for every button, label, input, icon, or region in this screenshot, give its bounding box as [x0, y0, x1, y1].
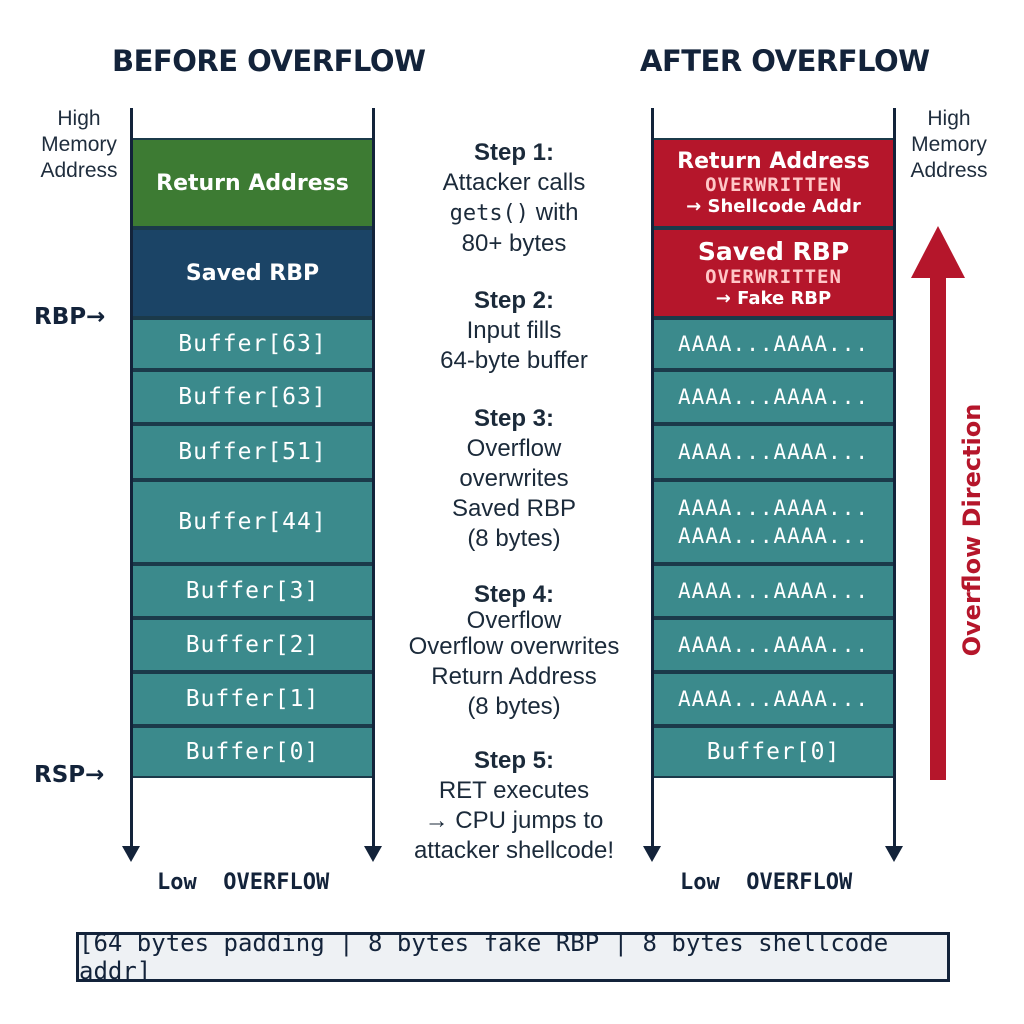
step-1: Step 1: Attacker calls gets() with 80+ b… [390, 138, 638, 259]
before-saved-rbp-cell: Saved RBP [133, 228, 372, 318]
after-filler-cell: AAAA...AAAA... [654, 424, 893, 480]
step-line: 80+ bytes [461, 230, 567, 257]
overflow-direction-shaft [930, 272, 946, 780]
before-left-down-arrow-icon [122, 846, 140, 862]
step-line: → CPU jumps to [424, 807, 604, 834]
step-line-code: gets() with [390, 198, 638, 229]
right-arrow-icon: → [85, 762, 105, 788]
before-right-down-arrow-icon [364, 846, 382, 862]
before-left-axis-line [130, 108, 133, 848]
step-2: Step 2: Input fills 64-byte buffer [390, 286, 638, 376]
step-heading: Step 3: [473, 405, 554, 432]
high-memory-address-left: High Memory Address [40, 107, 118, 182]
before-buffer-cell: Buffer[63] [133, 318, 372, 370]
after-saved-rbp-cell: Saved RBP OVERWRITTEN → Fake RBP [654, 228, 893, 318]
before-right-axis-line [372, 108, 375, 848]
step-line: attacker shellcode! [413, 837, 615, 864]
rsp-pointer: RSP→ [34, 762, 104, 788]
before-buffer-cell: Buffer[51] [133, 424, 372, 480]
after-low-overflow-label: Low OVERFLOW [680, 870, 853, 895]
rsp-label: RSP [34, 762, 86, 788]
step-line: Overflow [466, 607, 562, 634]
after-filler-label: AAAA...AAAA... [677, 332, 869, 356]
overflow-direction-label: Overflow Direction [958, 403, 986, 657]
step-line: Return Address [431, 663, 597, 690]
before-return-address-label: Return Address [156, 170, 349, 196]
after-left-down-arrow-icon [643, 846, 661, 862]
after-buffer-0-label: Buffer[0] [706, 739, 841, 765]
step-heading: Step 4: [473, 581, 554, 608]
step-4: Step 4: Overflow Overflow overwrites Ret… [390, 580, 638, 722]
high-memory-address-right: High Memory Address [910, 107, 988, 182]
before-buffer-cell: Buffer[63] [133, 370, 372, 424]
after-filler-label: AAAA...AAAA... [677, 524, 869, 548]
before-buffer-label: Buffer[2] [185, 632, 320, 658]
step-line: (8 bytes) [467, 525, 561, 552]
before-buffer-label: Buffer[3] [185, 578, 320, 604]
after-filler-cell: AAAA...AAAA... [654, 318, 893, 370]
before-buffer-cell: Buffer[1] [133, 672, 372, 726]
after-return-address-cell: Return Address OVERWRITTEN → Shellcode A… [654, 138, 893, 228]
step-heading: Step 2: [473, 287, 554, 314]
after-filler-cell: AAAA...AAAA... [654, 370, 893, 424]
step-line: 64-byte buffer [440, 347, 588, 374]
before-buffer-label: Buffer[1] [185, 686, 320, 712]
after-return-address-status: OVERWRITTEN [705, 174, 842, 196]
after-filler-cell: AAAA...AAAA... AAAA...AAAA... [654, 480, 893, 564]
step-line: overwrites [459, 465, 569, 492]
before-buffer-label: Buffer[51] [178, 439, 327, 465]
after-saved-rbp-target: → Fake RBP [715, 288, 832, 309]
after-filler-label: AAAA...AAAA... [677, 579, 869, 603]
before-buffer-label: Buffer[44] [178, 509, 327, 535]
after-right-down-arrow-icon [885, 846, 903, 862]
after-filler-label: AAAA...AAAA... [677, 385, 869, 409]
payload-layout-box: [64 bytes padding | 8 bytes fake RBP | 8… [76, 929, 950, 985]
step-line: Saved RBP [451, 495, 577, 522]
rbp-label: RBP [34, 304, 87, 330]
after-filler-cell: AAAA...AAAA... [654, 672, 893, 726]
before-return-address-cell: Return Address [133, 138, 372, 228]
step-code-suffix: with [529, 199, 579, 226]
step-3: Step 3: Overflow overwrites Saved RBP (8… [390, 404, 638, 554]
step-heading: Step 1: [473, 139, 554, 166]
before-buffer-cell: Buffer[0] [133, 726, 372, 778]
after-filler-cell: AAAA...AAAA... [654, 618, 893, 672]
before-buffer-label: Buffer[0] [185, 739, 320, 765]
step-5: Step 5: RET executes → CPU jumps to atta… [390, 746, 638, 866]
after-left-axis-line [651, 108, 654, 848]
after-saved-rbp-label: Saved RBP [697, 237, 850, 266]
before-low-overflow-label: Low OVERFLOW [157, 870, 330, 895]
before-buffer-label: Buffer[63] [178, 384, 327, 410]
step-line: (8 bytes) [467, 693, 561, 720]
after-saved-rbp-status: OVERWRITTEN [705, 266, 842, 288]
overflow-direction-up-arrow-icon [911, 226, 965, 278]
step-line: Attacker calls [442, 169, 586, 196]
after-filler-label: AAAA...AAAA... [677, 633, 869, 657]
after-return-address-target: → Shellcode Addr [686, 196, 861, 217]
step-line: Overflow overwrites [408, 633, 620, 660]
after-filler-label: AAAA...AAAA... [677, 687, 869, 711]
step-code: gets() [449, 201, 530, 226]
after-right-axis-line [893, 108, 896, 848]
before-overflow-title: BEFORE OVERFLOW [112, 44, 426, 78]
after-return-address-label: Return Address [677, 149, 870, 174]
after-filler-label: AAAA...AAAA... [677, 440, 869, 464]
step-line: Overflow [466, 435, 562, 462]
rbp-pointer: RBP→ [34, 304, 105, 330]
after-overflow-title: AFTER OVERFLOW [640, 44, 930, 78]
step-heading: Step 5: [473, 747, 554, 774]
after-filler-cell: AAAA...AAAA... [654, 564, 893, 618]
right-arrow-icon: → [86, 304, 106, 330]
after-filler-label: AAAA...AAAA... [677, 496, 869, 520]
payload-layout-text: [64 bytes padding | 8 bytes fake RBP | 8… [79, 929, 889, 985]
before-buffer-label: Buffer[63] [178, 331, 327, 357]
after-buffer-0-cell: Buffer[0] [654, 726, 893, 778]
before-buffer-cell: Buffer[2] [133, 618, 372, 672]
step-line: Input fills [466, 317, 562, 344]
before-buffer-cell: Buffer[44] [133, 480, 372, 564]
before-saved-rbp-label: Saved RBP [185, 260, 320, 286]
step-line: RET executes [438, 777, 590, 804]
before-buffer-cell: Buffer[3] [133, 564, 372, 618]
